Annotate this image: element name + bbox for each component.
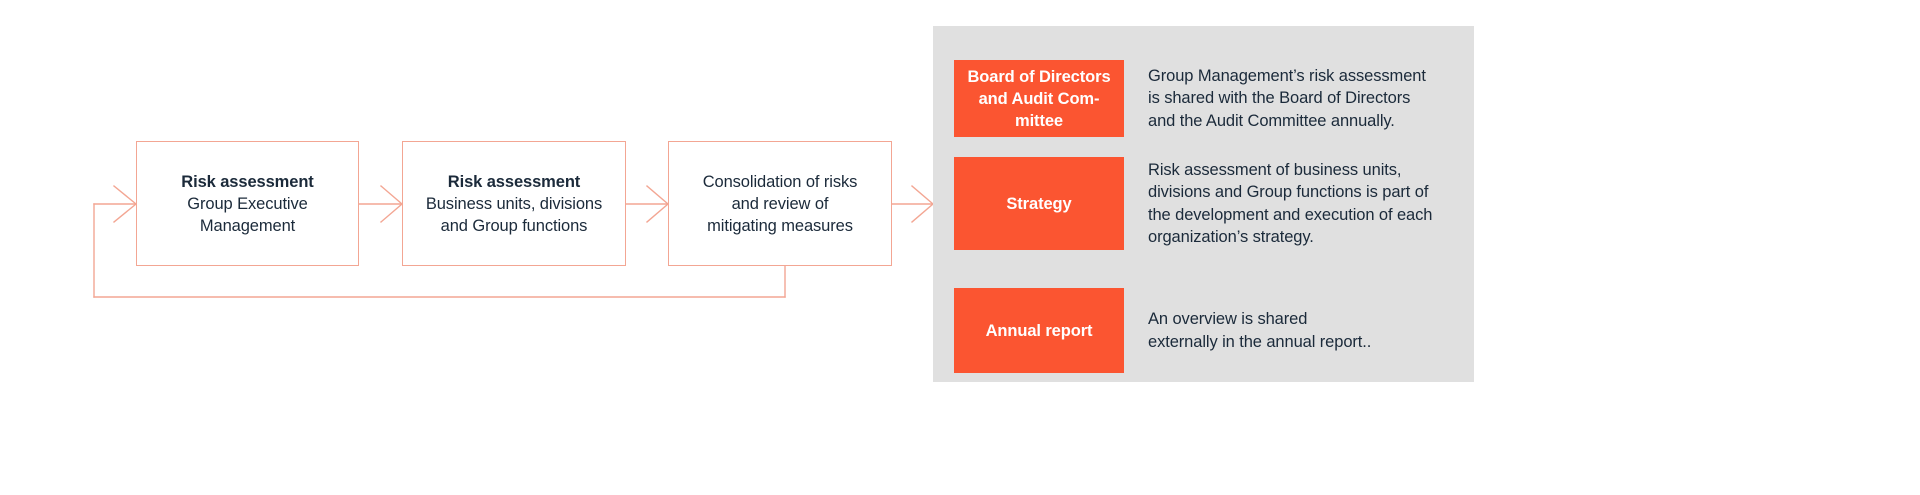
outcome-tag-line: Board of Directors	[967, 67, 1111, 86]
arrow-box2-to-box3	[625, 185, 670, 223]
process-box-line: Business units, divisions	[425, 194, 603, 213]
process-box-title: Risk assessment	[181, 172, 314, 191]
feedback-loop-path	[93, 203, 786, 298]
process-box-line: Group Executive	[187, 194, 308, 213]
process-box-line: and Group functions	[440, 216, 588, 235]
description-line: and the Audit Committee annually.	[1148, 111, 1395, 130]
process-box-line: and review of	[731, 194, 829, 213]
outcome-description: Risk assessment of business units, divis…	[1124, 157, 1454, 250]
outcome-tag-annual-report[interactable]: Annual report	[954, 288, 1124, 373]
description-line: An overview is shared	[1148, 310, 1308, 328]
description-line: Risk assessment of business units,	[1148, 160, 1402, 179]
description-line: the development and execution of each	[1148, 205, 1433, 224]
outcome-description: Group Management’s risk assessment is sh…	[1124, 60, 1454, 137]
outcomes-panel: Board of Directors and Audit Com- mittee…	[933, 26, 1474, 382]
process-box-line: Management	[199, 216, 296, 235]
description-line: is shared with the Board of Directors	[1148, 89, 1411, 108]
arrow-box1-to-box2	[358, 185, 404, 223]
outcome-row-annual-report: Annual report An overview is shared exte…	[954, 288, 1454, 373]
process-box-risk-assessment-bu[interactable]: Risk assessment Business units, division…	[402, 141, 626, 266]
description-line: organization’s strategy.	[1148, 228, 1314, 246]
process-box-title: Risk assessment	[447, 172, 581, 191]
outcome-description: An overview is shared externally in the …	[1124, 288, 1454, 373]
process-box-consolidation[interactable]: Consolidation of risks and review of mit…	[668, 141, 892, 266]
outcome-tag-line: Strategy	[1006, 194, 1072, 213]
arrow-into-box-1	[93, 185, 138, 223]
description-line: Group Management’s risk assessment	[1148, 66, 1426, 85]
outcome-tag-strategy[interactable]: Strategy	[954, 157, 1124, 250]
outcome-row-strategy: Strategy Risk assessment of business uni…	[954, 157, 1454, 250]
arrow-box3-to-panel	[891, 185, 935, 223]
outcome-tag-board-of-directors[interactable]: Board of Directors and Audit Com- mittee	[954, 60, 1124, 137]
process-box-risk-assessment-gem[interactable]: Risk assessment Group Executive Manageme…	[136, 141, 359, 266]
outcome-tag-line: and Audit Com-	[978, 89, 1100, 108]
outcome-row-board-of-directors: Board of Directors and Audit Com- mittee…	[954, 60, 1454, 137]
process-box-line: mitigating measures	[707, 216, 853, 235]
process-box-line: Consolidation of risks	[702, 172, 858, 191]
outcome-tag-line: mittee	[1015, 111, 1063, 130]
outcome-tag-line: Annual report	[985, 321, 1093, 340]
description-line: externally in the annual report..	[1148, 332, 1372, 351]
description-line: divisions and Group functions is part of	[1148, 183, 1429, 201]
